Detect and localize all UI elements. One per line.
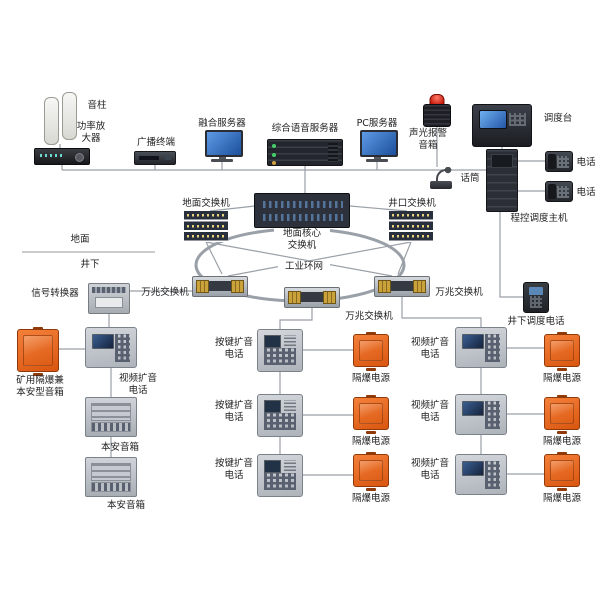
flameproof-power-m2-device (353, 397, 389, 430)
key-phone-3-device (257, 454, 303, 497)
video-phone-r2-label: 视频扩音 电话 (410, 400, 449, 423)
signal-converter-device (88, 283, 130, 314)
flameproof-power-m1-device (353, 334, 389, 367)
video-phone-r1-label: 视频扩音 电话 (410, 337, 449, 360)
voice-server-device (267, 139, 343, 166)
intrinsic-speaker-2-device (85, 457, 137, 497)
fusion-server-device (203, 130, 243, 162)
flameproof-power-m3-label: 隔爆电源 (351, 493, 390, 504)
ten-gig-switch-left-device (192, 276, 248, 297)
ten-gig-switch-mid-device (284, 287, 340, 308)
key-phone-3-label: 按键扩音 电话 (214, 458, 253, 481)
flameproof-power-r3-device (544, 454, 580, 487)
alarm-speaker-label: 声光报警 音箱 (408, 128, 447, 151)
dispatch-console-label: 调度台 (543, 113, 573, 124)
pc-server-label: PC服务器 (356, 118, 398, 129)
flameproof-power-r1-label: 隔爆电源 (542, 373, 581, 384)
telephone-1-label: 电话 (576, 157, 596, 168)
sound-column-label: 音柱 (87, 100, 107, 111)
underground-zone-label: 井下 (80, 259, 100, 270)
core-switch-device (254, 193, 350, 228)
telephone-2-device (545, 181, 573, 202)
mine-speaker-label: 矿用隔爆兼 本安型音箱 (16, 375, 64, 398)
video-phone-r3-label: 视频扩音 电话 (410, 458, 449, 481)
alarm-speaker-device (423, 94, 451, 127)
video-phone-left-label: 视频扩音 电话 (118, 373, 157, 396)
underground-dispatch-phone-label: 井下调度电话 (507, 316, 565, 327)
video-phone-r2-device (455, 394, 507, 435)
wellhead-switch-label: 井口交换机 (388, 198, 436, 209)
microphone-device (428, 167, 454, 189)
voice-server-label: 综合语音服务器 (271, 123, 339, 134)
ten-gig-switch-right-label: 万兆交换机 (435, 287, 483, 298)
surface-switch-label: 地面交换机 (182, 198, 230, 209)
dispatch-console-device (472, 104, 532, 147)
flameproof-power-m3-device (353, 454, 389, 487)
intrinsic-speaker-1-device (85, 397, 137, 437)
mine-speaker-device (17, 329, 59, 372)
ten-gig-switch-mid-label: 万兆交换机 (342, 311, 396, 323)
power-amplifier-device (34, 148, 90, 165)
telephone-2-label: 电话 (576, 187, 596, 198)
broadcast-terminal-device (134, 151, 176, 165)
power-amplifier-label: 功率放 大器 (76, 121, 106, 144)
ten-gig-switch-left-label: 万兆交换机 (141, 287, 189, 298)
fusion-server-label: 融合服务器 (198, 118, 246, 129)
flameproof-power-r2-label: 隔爆电源 (542, 436, 581, 447)
key-phone-2-label: 按键扩音 电话 (214, 400, 253, 423)
key-phone-1-device (257, 329, 303, 372)
ten-gig-switch-right-device (374, 276, 430, 297)
underground-dispatch-phone-device (523, 282, 549, 313)
intrinsic-speaker-1-label: 本安音箱 (100, 442, 139, 453)
flameproof-power-r3-label: 隔爆电源 (542, 493, 581, 504)
surface-switch-device (184, 211, 228, 242)
broadcast-terminal-label: 广播终端 (136, 137, 175, 148)
telephone-1-device (545, 151, 573, 172)
microphone-label: 话筒 (460, 173, 480, 184)
signal-converter-label: 信号转换器 (31, 288, 79, 299)
flameproof-power-m2-label: 隔爆电源 (351, 436, 390, 447)
wellhead-switch-device (389, 211, 433, 242)
intrinsic-speaker-2-label: 本安音箱 (106, 500, 145, 511)
industrial-ring-label: 工业环网 (278, 261, 330, 273)
video-phone-r3-device (455, 454, 507, 495)
wires (59, 126, 545, 476)
flameproof-power-m1-label: 隔爆电源 (351, 373, 390, 384)
video-phone-r1-device (455, 327, 507, 368)
core-switch-label: 地面核心 交换机 (274, 228, 330, 251)
flameproof-power-r1-device (544, 334, 580, 367)
sound-column-device (42, 92, 78, 145)
video-phone-left-device (85, 327, 137, 368)
dispatch-host-device (486, 149, 518, 212)
key-phone-1-label: 按键扩音 电话 (214, 337, 253, 360)
dispatch-host-label: 程控调度主机 (510, 213, 568, 224)
surface-zone-label: 地面 (70, 234, 90, 245)
pc-server-device (358, 130, 398, 162)
key-phone-2-device (257, 394, 303, 437)
flameproof-power-r2-device (544, 397, 580, 430)
